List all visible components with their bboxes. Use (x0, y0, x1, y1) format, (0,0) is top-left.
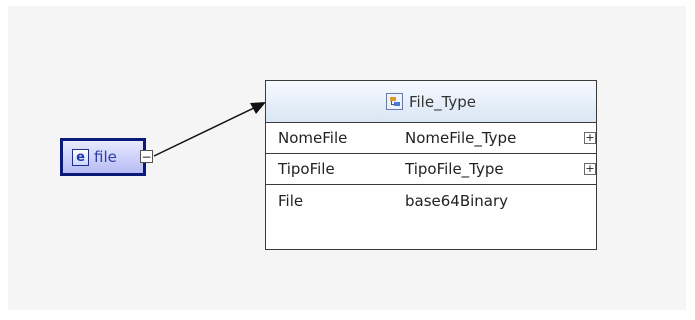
complex-type-title: File_Type (408, 92, 477, 111)
sequence-row-nomefile[interactable]: NomeFile NomeFile_Type + (266, 123, 596, 154)
complex-type-box[interactable]: File_Type NomeFile NomeFile_Type + TipoF… (265, 80, 597, 250)
element-name: file (94, 148, 117, 166)
expand-button[interactable]: + (584, 162, 596, 175)
element-e-icon: e (72, 148, 89, 166)
complex-type-icon (385, 93, 403, 110)
field-name: TipoFile (278, 160, 335, 178)
connector-line (153, 105, 259, 157)
sequence-row-file[interactable]: File base64Binary (266, 185, 596, 217)
field-name: NomeFile (278, 129, 348, 147)
arrowhead (250, 102, 266, 114)
field-type: base64Binary (405, 192, 509, 210)
sequence-row-tipofile[interactable]: TipoFile TipoFile_Type + (266, 154, 596, 185)
collapse-button[interactable]: − (140, 149, 153, 164)
field-type: TipoFile_Type (405, 160, 504, 178)
complex-type-header: File_Type (266, 81, 596, 123)
expand-button[interactable]: + (584, 131, 596, 144)
field-type: NomeFile_Type (405, 129, 517, 147)
element-node[interactable]: e file (60, 138, 146, 176)
field-name: File (278, 192, 304, 210)
